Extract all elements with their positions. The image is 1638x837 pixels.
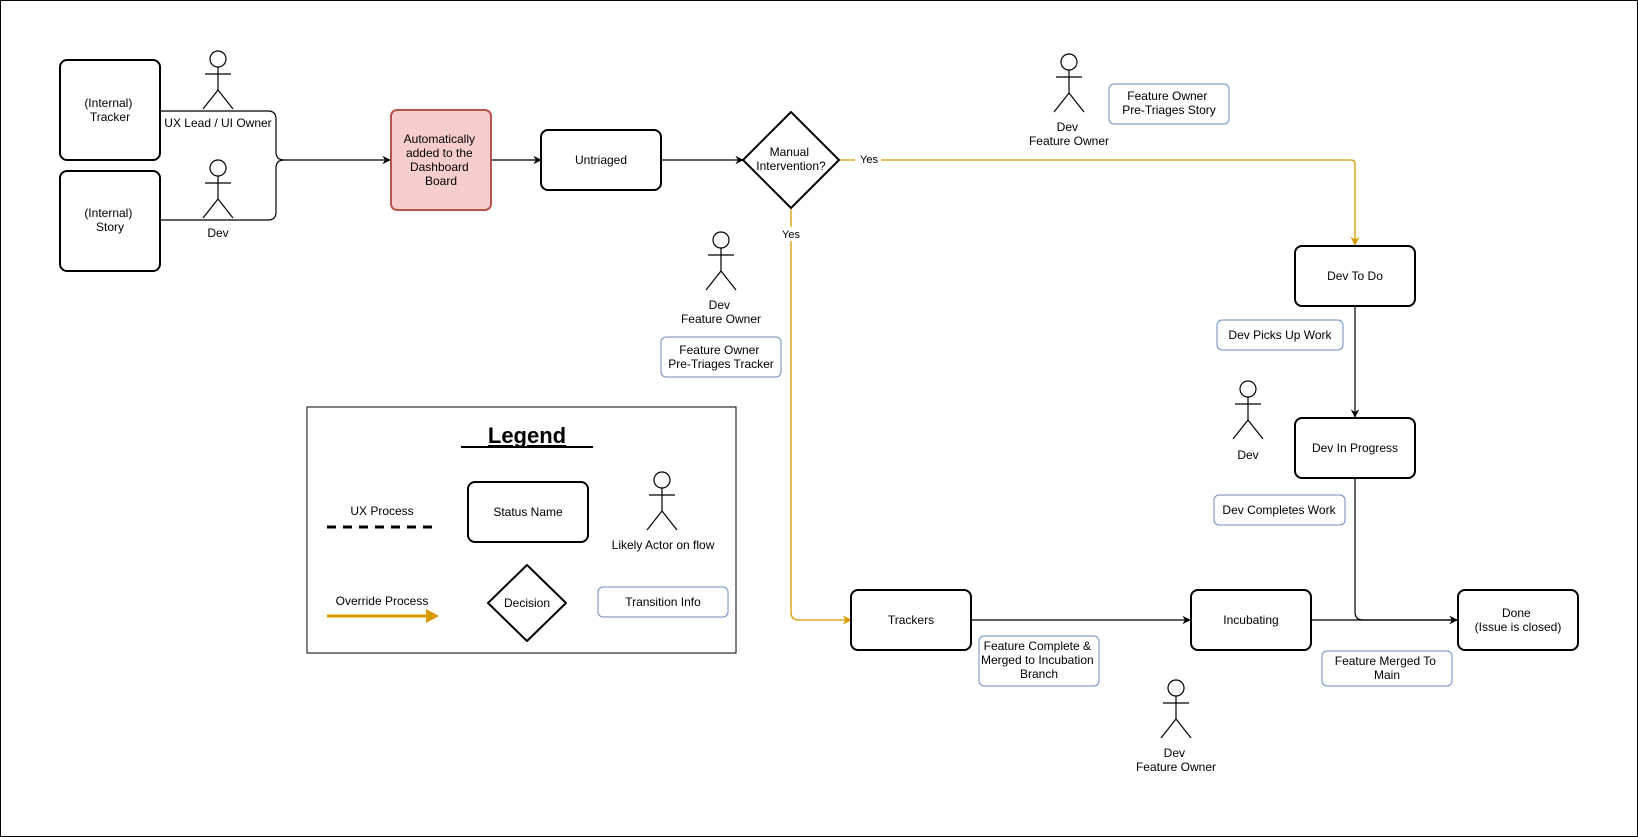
legend-override-arrow-icon bbox=[426, 609, 439, 623]
actor-ux-lead bbox=[202, 50, 234, 110]
actor-dev-fo-bottom-label: Dev Feature Owner bbox=[1136, 746, 1216, 774]
yes-right-label-bg bbox=[855, 152, 881, 166]
edge-decision-to-trackers bbox=[790, 209, 852, 625]
status-untriaged bbox=[540, 129, 662, 191]
transition-feature-merged bbox=[1321, 650, 1453, 687]
edge-tracker-to-auto bbox=[160, 110, 391, 165]
actor-dev-fo-mid-head-icon bbox=[712, 231, 730, 249]
actor-ux-lead-label: UX Lead / UI Owner bbox=[164, 116, 271, 130]
transition-dev-picks-up-label: Dev Picks Up Work bbox=[1228, 328, 1332, 342]
edge-story-to-auto bbox=[160, 159, 285, 221]
edge-decision-to-devtodo bbox=[839, 159, 1360, 246]
edges bbox=[160, 110, 1458, 625]
transition-fo-pretriage-tracker bbox=[660, 336, 782, 378]
status-incubating bbox=[1190, 589, 1312, 651]
actor-dev-right-head-icon bbox=[1239, 380, 1257, 398]
actor-dev-fo-bottom-head-icon bbox=[1167, 679, 1185, 697]
status-incubating-label: Incubating bbox=[1223, 613, 1278, 627]
actor-dev-source-head-icon bbox=[209, 159, 227, 177]
legend-ux-process-label: UX Process bbox=[350, 504, 413, 518]
legend-actor-icon bbox=[646, 471, 678, 531]
actor-dev-source bbox=[202, 159, 234, 219]
yes-down-label: Yes bbox=[782, 229, 800, 241]
status-dev-in-progress bbox=[1294, 417, 1416, 479]
status-trackers bbox=[850, 589, 972, 651]
legend-decision-label: Decision bbox=[504, 596, 550, 610]
actor-ux-lead-head-icon bbox=[209, 50, 227, 68]
actor-dev-fo-mid-label: Dev Feature Owner bbox=[681, 298, 761, 326]
source-tracker-box bbox=[59, 59, 161, 161]
legend-override-label: Override Process bbox=[336, 594, 429, 608]
actor-dev-fo-bottom bbox=[1160, 679, 1192, 739]
actor-dev-fo-top-label: Dev Feature Owner bbox=[1029, 120, 1109, 148]
actor-dev-source-label: Dev bbox=[207, 226, 228, 240]
actor-dev-fo-mid bbox=[705, 231, 737, 291]
transition-fo-pretriage-story bbox=[1108, 83, 1230, 125]
actor-dev-fo-top bbox=[1053, 53, 1085, 113]
status-dev-todo bbox=[1294, 245, 1416, 307]
actor-dev-right bbox=[1232, 380, 1264, 440]
legend: Legend UX Process Status Name Likely Act… bbox=[306, 406, 737, 654]
transition-dev-picks-up bbox=[1216, 319, 1344, 351]
decision-manual-intervention bbox=[742, 111, 840, 209]
legend-transition-label: Transition Info bbox=[625, 595, 701, 609]
transition-fo-pretriage-tracker-label: Feature Owner Pre-Triages Tracker bbox=[668, 343, 774, 371]
status-trackers-label: Trackers bbox=[888, 613, 934, 627]
legend-decision-shape bbox=[487, 564, 567, 642]
yes-down-label-bg bbox=[778, 227, 804, 241]
transition-fo-pretriage-story-label: Feature Owner Pre-Triages Story bbox=[1122, 89, 1216, 117]
transition-feature-complete bbox=[978, 635, 1100, 687]
legend-transition-box bbox=[597, 586, 729, 618]
actor-dev-right-label: Dev bbox=[1237, 448, 1258, 462]
legend-status-label: Status Name bbox=[493, 505, 563, 519]
status-done-label: Done (Issue is closed) bbox=[1475, 606, 1562, 634]
status-dev-todo-label: Dev To Do bbox=[1327, 269, 1383, 283]
actor-ux-lead-label-bg bbox=[163, 115, 273, 131]
legend-status-box bbox=[467, 481, 589, 543]
decision-label: Manual Intervention? bbox=[756, 145, 826, 173]
legend-title: Legend bbox=[488, 423, 566, 448]
auto-added-box bbox=[390, 109, 492, 211]
status-dev-in-progress-label: Dev In Progress bbox=[1312, 441, 1398, 455]
actor-dev-fo-top-head-icon bbox=[1060, 53, 1078, 71]
source-story-label: (Internal) Story bbox=[84, 206, 135, 234]
yes-right-label: Yes bbox=[860, 154, 878, 166]
source-story-box bbox=[59, 170, 161, 272]
auto-added-label: Automatically added to the Dashboard Boa… bbox=[404, 132, 479, 188]
transition-dev-completes bbox=[1213, 494, 1346, 526]
legend-actor-label: Likely Actor on flow bbox=[612, 538, 715, 552]
transition-dev-completes-label: Dev Completes Work bbox=[1222, 503, 1336, 517]
status-done bbox=[1457, 589, 1579, 651]
transition-feature-complete-label: Feature Complete & Merged to Incubation … bbox=[981, 639, 1097, 681]
status-untriaged-label: Untriaged bbox=[575, 153, 627, 167]
source-tracker-label: (Internal) Tracker bbox=[84, 96, 135, 124]
transition-feature-merged-label: Feature Merged To Main bbox=[1335, 654, 1440, 682]
